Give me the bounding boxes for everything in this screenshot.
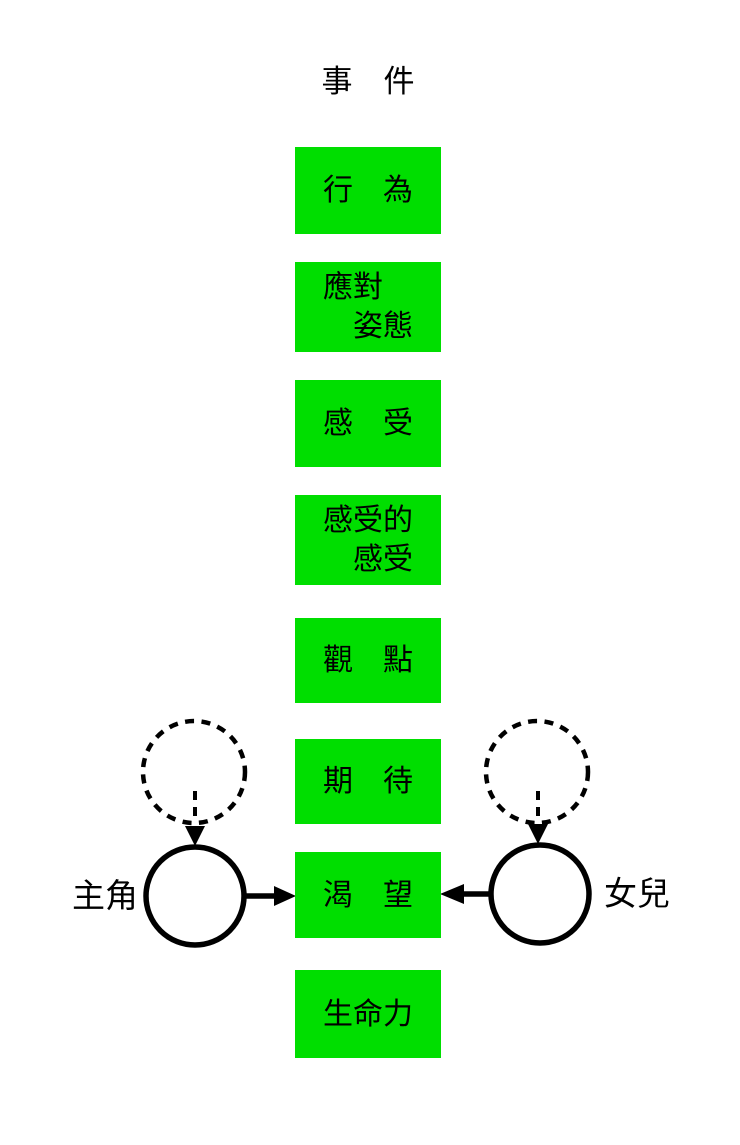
box-life-force-label: 生命力: [323, 997, 413, 1031]
box-viewpoints: 觀 點: [295, 618, 441, 703]
left-actor-circle: [143, 844, 247, 948]
right-actor-circle: [488, 842, 592, 946]
left-actor-to-yearnings-arrow: [246, 886, 296, 906]
box-feelings-about-feelings: 感受的 感受: [295, 495, 441, 585]
box-behavior: 行 為: [295, 147, 441, 234]
diagram-title: 事 件: [321, 64, 415, 99]
box-coping-stance-label: 應對 姿態: [323, 271, 413, 343]
right-dashed-arrow: [528, 791, 548, 844]
box-expectations-label: 期 待: [323, 765, 413, 798]
left-dashed-arrow: [185, 791, 205, 846]
box-life-force: 生命力: [295, 970, 441, 1058]
left-dashed-circle: [140, 718, 248, 826]
box-feelings-about-feelings-label: 感受的 感受: [323, 504, 413, 576]
box-yearnings: 渴 望: [295, 852, 441, 938]
box-feelings-label: 感 受: [323, 407, 413, 440]
box-behavior-label: 行 為: [323, 174, 413, 207]
box-expectations: 期 待: [295, 739, 441, 824]
box-yearnings-label: 渴 望: [323, 878, 413, 912]
box-viewpoints-label: 觀 點: [323, 644, 413, 677]
right-actor-to-yearnings-arrow: [440, 884, 489, 904]
box-feelings: 感 受: [295, 380, 441, 467]
left-actor-label: 主角: [72, 877, 138, 914]
box-coping-stance: 應對 姿態: [295, 262, 441, 352]
right-actor-label: 女兒: [604, 875, 670, 912]
right-dashed-circle: [483, 718, 591, 826]
